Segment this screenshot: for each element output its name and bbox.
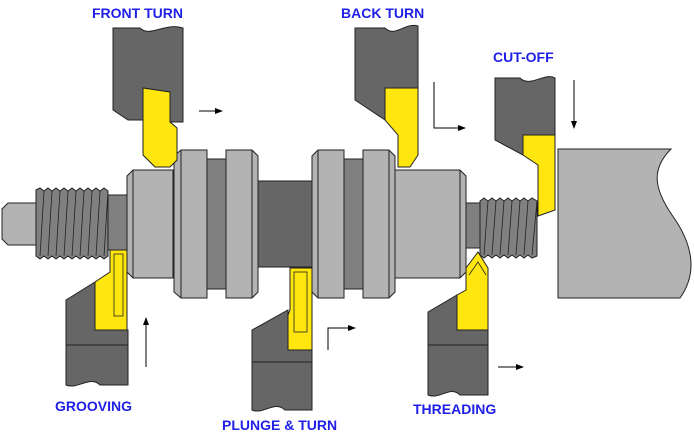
collar-3	[311, 149, 345, 299]
collar-2	[225, 149, 259, 299]
label-cut-off: CUT-OFF	[493, 49, 554, 65]
front-turn-tool	[112, 26, 184, 168]
label-front-turn: FRONT TURN	[92, 5, 183, 21]
label-threading: THREADING	[413, 401, 497, 417]
left-thread	[35, 187, 109, 260]
label-back-turn: BACK TURN	[341, 5, 425, 21]
right-shoulder	[394, 169, 467, 279]
bar-stock	[557, 148, 692, 299]
cut-off-blade	[522, 134, 556, 217]
left-shoulder	[126, 169, 174, 279]
groove-2	[343, 158, 364, 290]
groove-1	[206, 158, 227, 290]
left-pin	[1, 202, 38, 246]
label-plunge-turn: PLUNGE & TURN	[222, 417, 338, 433]
plunge-turn-insert	[287, 267, 313, 351]
back-turn-holder	[354, 24, 419, 121]
plunge-turn-tool	[251, 267, 313, 412]
back-turn-tool	[354, 24, 419, 168]
center-body	[257, 180, 313, 268]
threading-insert	[456, 251, 489, 331]
cut-off-tool	[494, 76, 556, 217]
grooving-insert	[94, 249, 128, 331]
collar-4	[362, 149, 396, 299]
right-thread	[479, 197, 538, 259]
collar-1	[173, 149, 208, 299]
threading-tool	[427, 251, 489, 397]
right-neck	[465, 202, 481, 249]
plunge-turn-feed-arrow	[327, 325, 356, 350]
front-turn-insert	[142, 87, 178, 168]
back-turn-feed-arrow	[433, 82, 466, 131]
left-neck	[107, 194, 128, 251]
back-turn-insert	[384, 87, 419, 168]
workpiece	[1, 148, 692, 299]
grooving-tool	[65, 249, 129, 387]
label-grooving: GROOVING	[55, 398, 133, 414]
